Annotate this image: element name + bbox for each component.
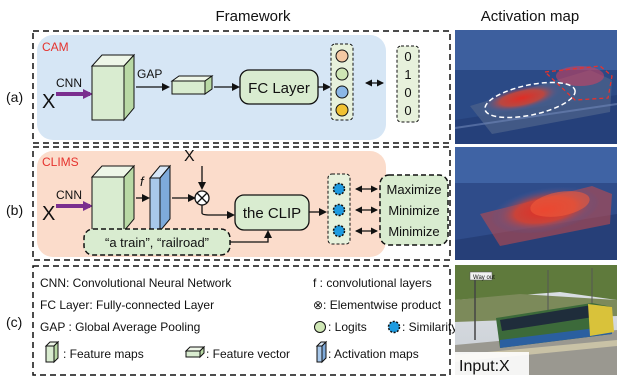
product-to-clip-arrow — [201, 205, 235, 219]
label-value: 0 — [404, 103, 411, 118]
logit-circle — [335, 103, 349, 117]
legend-logits: : Logits — [328, 320, 367, 334]
logits-legend-icon — [314, 321, 326, 333]
prompts-arrow — [230, 230, 272, 243]
legend-activation-maps: : Activation maps — [328, 347, 419, 361]
input-x-top: X — [184, 148, 195, 165]
input-x-a: X — [42, 91, 55, 113]
panel-b: CLIMS X CNN f X the CLIP “a train”, — [32, 146, 451, 261]
legend-f: f : convolutional layers — [313, 276, 432, 290]
sign-way-out: Way out — [473, 275, 495, 281]
clip-label: the CLIP — [243, 205, 301, 222]
label-value: 0 — [404, 49, 411, 64]
row-label-c: (c) — [6, 314, 22, 330]
clims-title: CLIMS — [42, 155, 79, 169]
label-value: 0 — [404, 85, 411, 100]
legend-cnn: CNN: Convolutional Neural Network — [40, 276, 232, 290]
legend-fc: FC Layer: Fully-connected Layer — [40, 298, 214, 312]
activation-map-cam — [454, 30, 618, 144]
elementwise-product-symbol — [194, 190, 210, 206]
logit-circle — [335, 85, 349, 99]
similarity-legend-icon — [387, 320, 401, 334]
activation-maps-legend-icon — [315, 340, 328, 364]
activation-map-clims — [455, 147, 617, 260]
legend-similarity: : Similarity — [402, 320, 457, 334]
legend-gap: GAP : Global Average Pooling — [40, 320, 200, 334]
row-label-b: (b) — [6, 202, 23, 218]
feature-maps-cube-a — [90, 53, 136, 122]
similarity-circle — [332, 203, 346, 217]
panel-a: CAM X CNN GAP FC Layer 0 1 0 0 — [32, 30, 451, 144]
feature-vector-a — [170, 75, 214, 95]
label-value: 1 — [404, 67, 411, 82]
input-caption: Input:X — [459, 358, 510, 375]
panel-a-border — [32, 30, 451, 144]
logit-circle — [335, 49, 349, 63]
framework-header: Framework — [215, 8, 291, 25]
activation-map-header: Activation map — [481, 8, 579, 25]
objective-minimize: Minimize — [388, 203, 439, 218]
logits-column — [330, 43, 354, 121]
similarity-circle — [332, 182, 346, 196]
fc-layer-label: FC Layer — [248, 80, 310, 97]
feature-maps-legend-icon — [44, 340, 60, 364]
panel-b-border — [32, 146, 451, 261]
f-label: f — [140, 174, 145, 189]
activation-maps-cube — [148, 164, 172, 233]
label-vector-column — [396, 45, 420, 123]
objectives-box — [379, 174, 449, 246]
legend-elementwise: ⊗: Elementwise product — [313, 298, 442, 312]
input-photo-train: Way out Input:X — [455, 265, 617, 375]
legend-feature-maps: : Feature maps — [63, 347, 144, 361]
feature-vector-legend-icon — [184, 345, 206, 359]
objective-maximize: Maximize — [387, 182, 442, 197]
feature-maps-cube-b — [90, 164, 136, 233]
gap-label: GAP — [137, 67, 162, 81]
objective-minimize: Minimize — [388, 224, 439, 239]
text-prompts: “a train”, “railroad” — [105, 235, 209, 250]
cnn-label-a: CNN — [56, 76, 82, 90]
cnn-label-b: CNN — [56, 188, 82, 202]
panel-c-border — [32, 265, 451, 376]
legend-feature-vector: : Feature vector — [206, 347, 290, 361]
cam-title: CAM — [42, 40, 69, 54]
logit-circle — [335, 67, 349, 81]
similarity-circle — [332, 224, 346, 238]
row-label-a: (a) — [6, 89, 23, 105]
input-x-b: X — [42, 203, 55, 225]
panel-c-legend: CNN: Convolutional Neural Network f : co… — [32, 265, 457, 376]
